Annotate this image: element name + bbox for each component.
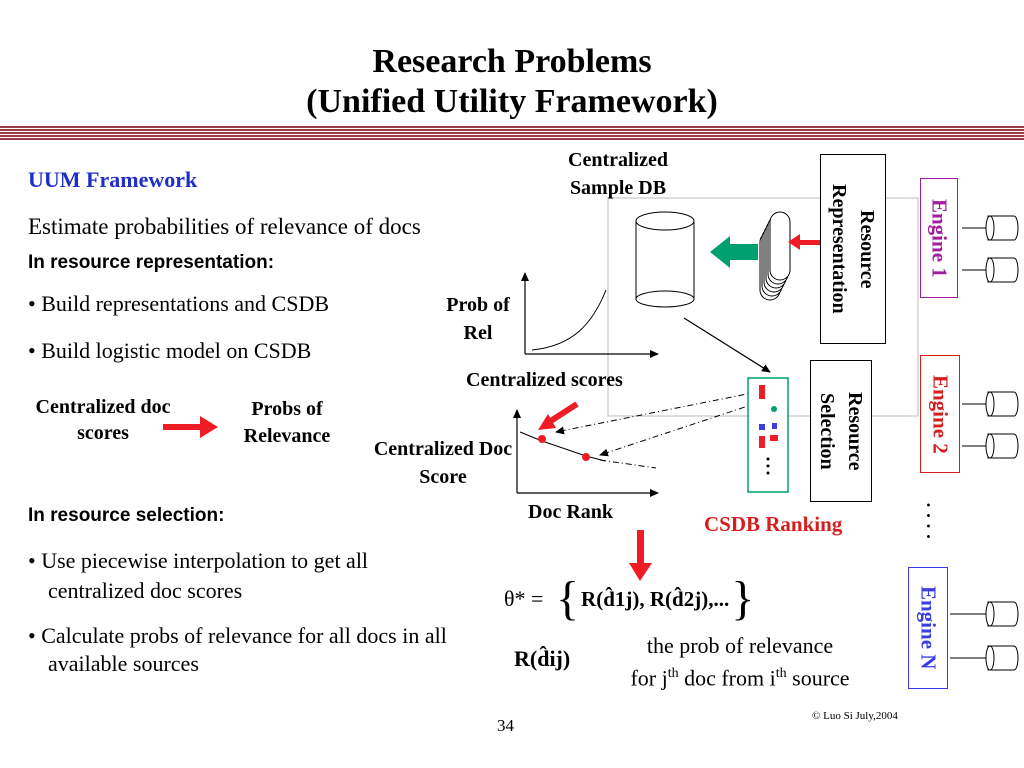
resource-selection-label: Resource Selection (816, 391, 866, 471)
prob-of-rel-label: Prob of Rel (446, 294, 510, 344)
engine-1-box: Engine 1 (920, 178, 958, 298)
red-down-arrow (629, 530, 652, 581)
open-brace: { (556, 572, 580, 625)
uum-heading: UUM Framework (28, 167, 198, 192)
centralized-doc-score-label: Centralized Doc Score (373, 438, 513, 488)
formula-set: { R(d̂1j), R(d̂2j),... } (556, 568, 764, 630)
prob-line2-a: for j (630, 665, 668, 691)
red-arrow-to-stack (788, 234, 820, 250)
flow-to-label: Probs of Relevance (243, 398, 331, 447)
sel-bullet-1: • Use piecewise interpolation to get all… (28, 548, 369, 603)
resource-sel-heading: In resource selection: (28, 505, 225, 526)
cylinder-to-selection-arrow (683, 317, 771, 373)
flow-from-label: Centralized doc scores (35, 396, 171, 444)
resource-selection-box: Resource Selection (810, 360, 872, 502)
engine-2-box: Engine 2 (920, 355, 960, 473)
score-point-2 (582, 453, 590, 461)
title-divider-band (0, 126, 1024, 142)
rep-bullet-2-text: Build logistic model on CSDB (41, 338, 312, 363)
title-line-2: (Unified Utility Framework) (306, 83, 718, 120)
engine-2-label: Engine 2 (928, 374, 953, 454)
doc-rank-label: Doc Rank (528, 501, 614, 523)
score-point-1 (538, 435, 546, 443)
engine-n-box: Engine N (908, 567, 948, 689)
rep-bullet-1: • Build representations and CSDB (28, 291, 330, 316)
page-number: 34 (497, 716, 514, 735)
flow-red-arrow (163, 416, 218, 438)
engine-1-label: Engine 1 (927, 198, 952, 278)
resource-representation-box: Resource Representation (820, 154, 886, 344)
csdb-ranking-label: CSDB Ranking (704, 512, 843, 536)
doc-score-plot (513, 409, 659, 497)
prob-description-line-1: the prob of relevance (646, 633, 834, 658)
prob-description-line-2: for jth doc from ith source (598, 660, 882, 692)
rep-bullet-1-text: Build representations and CSDB (41, 291, 330, 316)
csdb-label: Centralized Sample DB (568, 149, 668, 199)
formula-set-text: R(d̂1j), R(d̂2j),... (581, 586, 730, 611)
csdb-ranking-box (747, 377, 789, 493)
teal-arrow (710, 236, 758, 268)
sel-bullet-1-text: Use piecewise interpolation to get all c… (41, 548, 369, 603)
sel-bullet-2: • Calculate probs of relevance for all d… (28, 623, 447, 676)
red-diagonal-arrow (538, 401, 579, 430)
slide-title: Research Problems (Unified Utility Frame… (0, 42, 1024, 122)
prob-line2-sup2: th (775, 666, 787, 681)
rep-bullet-2: • Build logistic model on CSDB (28, 338, 312, 363)
prob-of-rel-plot (521, 272, 659, 358)
formula-rdij: R(d̂ij) (514, 646, 571, 671)
title-line-1: Research Problems (372, 43, 652, 80)
csdb-cylinder-icon (635, 211, 695, 308)
centralized-scores-label: Centralized scores (466, 369, 623, 391)
resource-rep-heading: In resource representation: (28, 252, 275, 273)
prob-description: the prob of relevance for jth doc from i… (598, 632, 882, 692)
dashed-connectors (555, 391, 758, 469)
sel-bullet-2-text: Calculate probs of relevance for all doc… (41, 623, 447, 676)
copyright: © Luo Si July,2004 (812, 710, 898, 722)
prob-line2-c: source (786, 665, 850, 691)
engine-n-label: Engine N (916, 586, 941, 670)
estimate-text: Estimate probabilities of relevance of d… (28, 214, 421, 239)
formula-theta: θ* = (504, 586, 544, 611)
close-brace: } (731, 572, 755, 625)
resource-representation-label: Resource Representation (828, 184, 878, 314)
prob-line2-sup1: th (667, 666, 679, 681)
sample-docs-stack-icon (759, 211, 791, 301)
engine-ellipsis: · · · · (918, 502, 939, 540)
prob-line2-b: doc from i (678, 665, 776, 691)
engine-db-icons (950, 215, 1019, 671)
